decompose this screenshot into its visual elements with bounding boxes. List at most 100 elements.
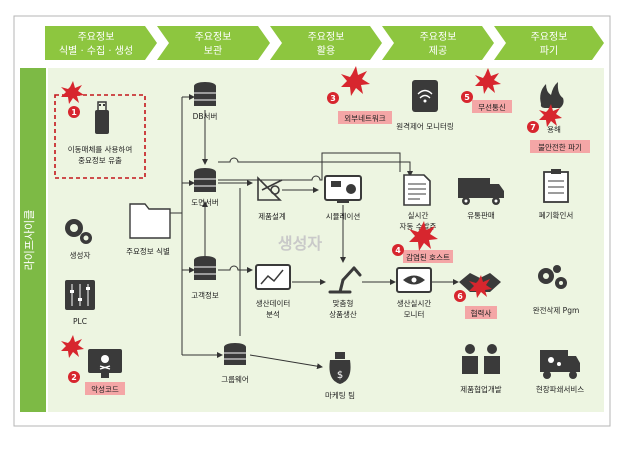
complete-deletion-label: 완전삭제 Pgm xyxy=(533,305,580,315)
product-design-label: 제품설계 xyxy=(258,211,286,221)
partner-label: 협력사 xyxy=(471,308,492,318)
threat-badge-5 xyxy=(461,91,473,103)
production-data-monitor-icon xyxy=(255,264,291,290)
threat-burst-7 xyxy=(539,104,562,127)
stage-4-line1: 주요정보 xyxy=(420,31,457,43)
usb-threat-line1: 이동매체를 사용하여 xyxy=(68,144,132,154)
threat-burst-1 xyxy=(61,81,84,104)
plc-icon xyxy=(65,280,95,310)
flame-icon xyxy=(540,82,564,108)
threat-burst-6 xyxy=(469,275,492,298)
external-network-label-bg xyxy=(338,111,392,124)
deletion-gear-icon xyxy=(538,265,567,289)
stage-2-line1: 주요정보 xyxy=(195,31,232,43)
svg-text:$: $ xyxy=(337,370,343,381)
threat-number-2: 2 xyxy=(71,373,77,382)
threat-burst-3 xyxy=(341,66,370,96)
infected-host-label-bg xyxy=(403,250,453,263)
watermark: 생성자 xyxy=(278,234,322,253)
remote-monitor-label: 원격제어 모니터링 xyxy=(396,121,454,131)
threat-number-6: 6 xyxy=(457,292,463,301)
threat-badge-3 xyxy=(327,92,339,104)
threat-badge-7 xyxy=(527,121,539,133)
order-document-icon xyxy=(403,174,431,206)
plc-label: PLC xyxy=(73,317,87,326)
stage-chevron-5 xyxy=(494,26,604,60)
unsafe-disposal-label: 불안전한 파기 xyxy=(538,142,582,152)
threat-bursts xyxy=(61,66,562,358)
threat-number-5: 5 xyxy=(464,93,470,102)
stage-3-line1: 주요정보 xyxy=(308,31,345,43)
certificate-icon xyxy=(543,169,569,203)
outer-border xyxy=(13,15,611,427)
usb-threat-line2: 중요정보 유출 xyxy=(78,155,122,165)
main-panel xyxy=(48,68,604,412)
stage-5-line1: 주요정보 xyxy=(531,31,568,43)
simulation-monitor-icon xyxy=(324,175,362,203)
threat-number-3: 3 xyxy=(330,94,336,103)
disposal-confirm-label: 폐기확인서 xyxy=(539,210,574,220)
db-server-label: DB서버 xyxy=(193,111,218,121)
realtime-order-line2: 자동 수발주 xyxy=(400,222,437,231)
external-network-label: 외부네트워크 xyxy=(344,113,385,123)
stage-chevron-3 xyxy=(270,26,382,60)
threat-number-7: 7 xyxy=(530,123,536,132)
onsite-destruction-label: 현장파쇄서비스 xyxy=(536,384,584,394)
wireless-label: 무선통신 xyxy=(478,103,506,112)
custom-production-line2: 상품생산 xyxy=(329,309,357,319)
customer-info-label: 고객정보 xyxy=(191,290,219,300)
malware-label-bg xyxy=(85,382,125,395)
stage-chevron-4 xyxy=(382,26,494,60)
folder-icon xyxy=(129,203,171,239)
stage-chevron-1 xyxy=(45,26,157,60)
side-label: 라이프사이클 xyxy=(23,210,36,271)
truck-icon xyxy=(458,178,504,205)
wireless-label-bg xyxy=(472,100,512,113)
folder-label: 주요정보 식별 xyxy=(126,246,170,256)
unsafe-disposal-label-bg xyxy=(530,140,590,153)
infected-host-label: 감염된 호스트 xyxy=(406,252,450,262)
threat-badge-4 xyxy=(392,244,404,256)
product-collab-label: 제품협업개발 xyxy=(460,384,501,394)
realtime-monitor-line1: 생산실시간 xyxy=(397,298,432,308)
threat-burst-5 xyxy=(475,68,501,94)
eye-monitor-icon xyxy=(396,267,432,293)
production-data-line2: 분석 xyxy=(266,309,280,319)
groupware-label: 그룹웨어 xyxy=(221,374,249,384)
realtime-monitor-line2: 모니터 xyxy=(404,310,425,319)
people-icon xyxy=(462,344,500,374)
stage-header: 주요정보 식별 · 수집 · 생성 주요정보 보관 주요정보 활용 주요정보 제… xyxy=(45,26,604,60)
simulation-label: 시뮬레이션 xyxy=(326,211,361,221)
side-bar xyxy=(20,68,46,412)
usb-icon xyxy=(95,101,109,134)
threat-1-box xyxy=(54,94,146,179)
drawing-server-icon xyxy=(194,168,216,192)
threat-number-4: 4 xyxy=(395,246,401,255)
malware-monitor-icon xyxy=(88,349,122,378)
partner-label-bg xyxy=(465,306,497,319)
stage-1-line1: 주요정보 xyxy=(78,31,115,43)
stage-1-line2: 식별 · 수집 · 생성 xyxy=(59,45,133,57)
distribution-label: 유통판매 xyxy=(467,211,495,220)
shred-truck-icon xyxy=(540,350,580,379)
customer-server-icon xyxy=(194,256,216,280)
malware-label: 악성코드 xyxy=(91,384,119,394)
money-bag-icon: $ xyxy=(329,352,351,384)
threat-burst-4 xyxy=(409,221,438,251)
stage-3-line2: 활용 xyxy=(317,44,335,57)
incineration-label: 용해 xyxy=(547,124,561,134)
threat-badge-1 xyxy=(68,106,80,118)
threat-badges: 1 2 3 4 5 6 7 xyxy=(68,91,539,383)
db-server-icon xyxy=(194,82,216,106)
threat-burst-2 xyxy=(61,335,84,358)
groupware-server-icon xyxy=(224,343,246,365)
drawing-server-label: 도면서버 xyxy=(191,197,219,207)
generator-label: 생성자 xyxy=(70,250,91,260)
threat-badge-6 xyxy=(454,290,466,302)
stage-4-line2: 제공 xyxy=(429,45,447,57)
custom-production-line1: 맞춤형 xyxy=(333,298,354,308)
threat-number-1: 1 xyxy=(71,108,77,117)
stage-chevron-2 xyxy=(157,26,270,60)
